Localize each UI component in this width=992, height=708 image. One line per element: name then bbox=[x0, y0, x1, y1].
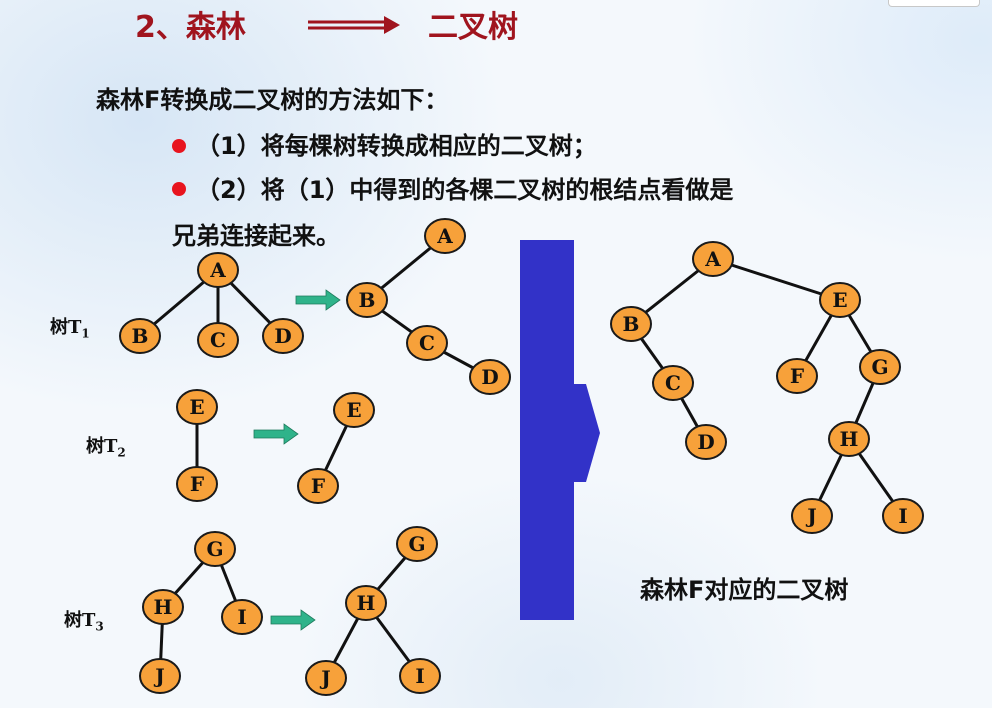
node-result-G: G bbox=[859, 349, 901, 385]
node-label: F bbox=[190, 472, 204, 496]
node-t1b-A: A bbox=[424, 218, 466, 254]
edge-result-A-E bbox=[712, 257, 841, 302]
node-t1-C: C bbox=[197, 322, 239, 358]
node-label: D bbox=[481, 365, 498, 389]
node-label: C bbox=[665, 371, 681, 395]
title-part1: 2、森林 bbox=[135, 10, 246, 45]
node-label: D bbox=[697, 430, 714, 454]
node-label: G bbox=[206, 537, 223, 561]
step-2: （2）将（1）中得到的各棵二叉树的根结点看做是 bbox=[196, 176, 734, 204]
node-label: D bbox=[274, 324, 291, 348]
step-1: （1）将每棵树转换成相应的二叉树； bbox=[196, 132, 597, 160]
node-label: J bbox=[319, 666, 330, 690]
node-label: B bbox=[359, 288, 376, 312]
node-label: H bbox=[840, 427, 859, 451]
node-result-H: H bbox=[828, 421, 870, 457]
node-label: C bbox=[419, 331, 435, 355]
tree-label-t2: 树T2 bbox=[86, 436, 126, 460]
node-result-F: F bbox=[776, 358, 818, 394]
node-label: I bbox=[237, 605, 246, 629]
node-t2b-E: E bbox=[333, 392, 375, 428]
node-label: F bbox=[311, 474, 325, 498]
node-t3b-I: I bbox=[399, 658, 441, 694]
big-arrow bbox=[520, 240, 600, 620]
tree-label-t3: 树T3 bbox=[64, 610, 104, 634]
node-t1b-C: C bbox=[406, 325, 448, 361]
node-label: F bbox=[790, 364, 804, 388]
node-result-E: E bbox=[819, 282, 861, 318]
node-result-A: A bbox=[692, 241, 734, 277]
node-t3-I: I bbox=[221, 599, 263, 635]
node-t2-E: E bbox=[176, 389, 218, 425]
node-t1-B: B bbox=[119, 318, 161, 354]
node-label: J bbox=[153, 664, 164, 688]
node-t1b-B: B bbox=[346, 282, 388, 318]
transform-arrow-icon bbox=[270, 609, 316, 631]
node-result-C: C bbox=[652, 365, 694, 401]
node-label: I bbox=[415, 664, 424, 688]
corner-tab bbox=[888, 0, 980, 7]
node-label: E bbox=[832, 288, 847, 312]
result-caption: 森林F对应的二叉树 bbox=[640, 576, 849, 604]
node-label: H bbox=[154, 595, 173, 619]
node-t3-H: H bbox=[142, 589, 184, 625]
node-label: E bbox=[189, 395, 204, 419]
node-label: G bbox=[871, 355, 888, 379]
step-2-continued: 兄弟连接起来。 bbox=[172, 222, 340, 250]
node-t3b-J: J bbox=[305, 660, 347, 696]
node-label: A bbox=[436, 224, 453, 248]
node-t3-G: G bbox=[194, 531, 236, 567]
node-result-I: I bbox=[882, 498, 924, 534]
node-t3b-H: H bbox=[345, 585, 387, 621]
node-label: H bbox=[357, 591, 376, 615]
node-label: J bbox=[805, 504, 816, 528]
node-label: I bbox=[898, 504, 907, 528]
node-t2b-F: F bbox=[297, 468, 339, 504]
node-t1-D: D bbox=[262, 318, 304, 354]
node-label: B bbox=[623, 312, 640, 336]
title-arrow-icon bbox=[308, 16, 400, 34]
node-t2-F: F bbox=[176, 466, 218, 502]
node-label: B bbox=[132, 324, 149, 348]
node-t1b-D: D bbox=[469, 359, 511, 395]
node-label: A bbox=[704, 247, 721, 271]
transform-arrow-icon bbox=[253, 423, 299, 445]
node-t3b-G: G bbox=[396, 526, 438, 562]
bullet-icon bbox=[172, 139, 186, 153]
node-result-J: J bbox=[791, 498, 833, 534]
node-label: A bbox=[209, 258, 226, 282]
tree-label-t1: 树T1 bbox=[50, 317, 90, 341]
intro-text: 森林F转换成二叉树的方法如下： bbox=[96, 86, 449, 114]
node-result-D: D bbox=[685, 424, 727, 460]
node-label: E bbox=[346, 398, 361, 422]
node-label: G bbox=[408, 532, 425, 556]
transform-arrow-icon bbox=[295, 289, 341, 311]
title-part2: 二叉树 bbox=[428, 10, 518, 45]
node-result-B: B bbox=[610, 306, 652, 342]
node-t3-J: J bbox=[139, 658, 181, 694]
node-label: C bbox=[210, 328, 226, 352]
bullet-icon bbox=[172, 182, 186, 196]
node-t1-A: A bbox=[197, 252, 239, 288]
